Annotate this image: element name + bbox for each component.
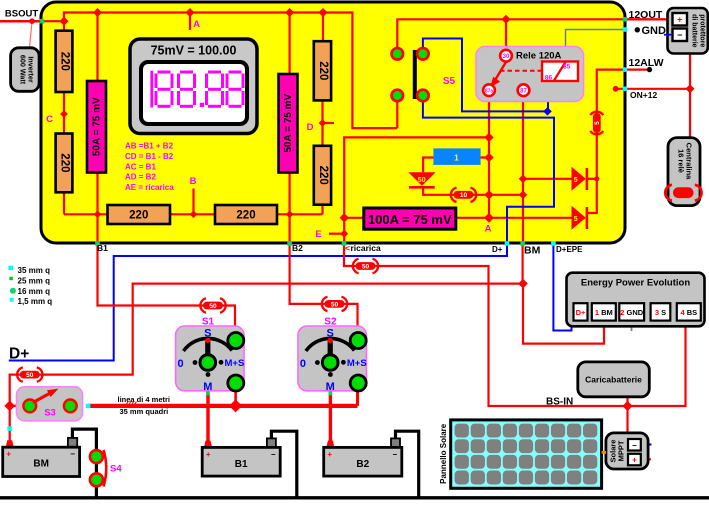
svg-text:16 relè: 16 relè (677, 149, 686, 173)
svg-text:protettore: protettore (699, 14, 706, 47)
svg-text:220: 220 (317, 61, 329, 80)
svg-text:BM: BM (33, 459, 49, 470)
svg-text:−: − (677, 30, 682, 40)
svg-text:12OUT: 12OUT (629, 9, 663, 21)
svg-text:M: M (326, 381, 335, 393)
svg-text:35 mm quadri: 35 mm quadri (120, 407, 169, 416)
svg-text:BS-IN: BS-IN (546, 397, 573, 408)
svg-text:M: M (203, 381, 212, 393)
svg-text:−: − (70, 450, 75, 459)
svg-text:+: + (632, 456, 637, 465)
svg-text:220: 220 (236, 210, 255, 222)
svg-text:S3: S3 (44, 408, 56, 419)
svg-text:GND: GND (642, 25, 667, 37)
svg-text:1 BM: 1 BM (595, 308, 613, 317)
svg-text:0: 0 (300, 358, 306, 370)
svg-text:M+S: M+S (225, 358, 245, 369)
svg-text:220: 220 (59, 52, 71, 71)
svg-text:3 S: 3 S (655, 308, 666, 317)
svg-text:M+S: M+S (347, 358, 367, 369)
svg-text:D+: D+ (492, 245, 503, 254)
svg-text:MPPT: MPPT (617, 440, 626, 461)
svg-text:0: 0 (177, 358, 183, 370)
svg-text:2 GND: 2 GND (620, 308, 644, 317)
svg-text:5: 5 (574, 216, 578, 223)
svg-text:Energy Power Evolution: Energy Power Evolution (581, 278, 690, 289)
svg-text:−: − (632, 441, 637, 450)
svg-text:75mV = 100.00: 75mV = 100.00 (151, 44, 237, 58)
svg-text:−: − (392, 450, 397, 459)
svg-text:C: C (46, 114, 53, 125)
svg-text:−: − (271, 450, 276, 459)
svg-text:B2: B2 (356, 459, 369, 470)
svg-text:CD = B1 - B2: CD = B1 - B2 (125, 152, 174, 161)
svg-text:BM: BM (524, 245, 541, 257)
svg-text:B: B (190, 176, 197, 187)
svg-text:+: + (327, 450, 332, 459)
svg-text:25 mm q: 25 mm q (18, 277, 51, 286)
svg-text:87: 87 (520, 88, 527, 94)
svg-text:AE = ricarica: AE = ricarica (125, 183, 174, 192)
svg-text:10: 10 (460, 192, 468, 199)
svg-text:D: D (307, 122, 314, 133)
svg-text:Rele 120A: Rele 120A (516, 51, 562, 62)
svg-text:BSOUT: BSOUT (5, 9, 38, 20)
svg-text:D+: D+ (9, 346, 29, 363)
svg-text:Inverter: Inverter (26, 56, 35, 83)
svg-text:50: 50 (26, 372, 34, 379)
svg-text:50A = 75 mV: 50A = 75 mV (283, 94, 294, 153)
svg-text:ricarica: ricarica (351, 243, 382, 253)
svg-text:A: A (193, 19, 200, 30)
svg-text:600 Watt: 600 Watt (18, 55, 27, 85)
svg-text:30: 30 (503, 54, 510, 60)
svg-text:50: 50 (418, 177, 426, 184)
svg-text:220: 220 (59, 153, 71, 172)
svg-text:Centralina: Centralina (685, 143, 694, 181)
svg-text:+: + (6, 450, 11, 459)
svg-text:16 mm q: 16 mm q (18, 287, 51, 296)
svg-text:35 mm q: 35 mm q (18, 266, 51, 275)
svg-text:Solare: Solare (609, 440, 618, 463)
svg-text:5: 5 (594, 121, 601, 125)
svg-text:AB =B1 + B2: AB =B1 + B2 (125, 142, 174, 151)
svg-text:100A = 75 mV: 100A = 75 mV (368, 212, 452, 227)
svg-text:85: 85 (563, 64, 571, 71)
svg-text:A: A (485, 224, 492, 235)
svg-text:B1: B1 (97, 243, 108, 253)
svg-text:D+: D+ (576, 308, 586, 317)
svg-text:1,5 mm q: 1,5 mm q (18, 297, 53, 306)
svg-text:B2: B2 (292, 243, 303, 253)
svg-text:+: + (677, 14, 682, 24)
svg-text:5: 5 (574, 177, 578, 184)
svg-text:S: S (204, 328, 211, 340)
svg-text:D+EPE: D+EPE (556, 245, 583, 254)
svg-text:E: E (315, 229, 321, 240)
svg-text:+: + (206, 450, 211, 459)
svg-text:50: 50 (209, 303, 217, 310)
svg-text:4 BS: 4 BS (680, 308, 697, 317)
svg-text:220: 220 (317, 166, 329, 185)
svg-text:Pannello Solare: Pannello Solare (439, 423, 448, 484)
svg-text:linea di 4 metri: linea di 4 metri (118, 395, 171, 404)
svg-text:50: 50 (331, 301, 339, 308)
svg-text:50: 50 (362, 263, 370, 270)
svg-text:50A = 75 mV: 50A = 75 mV (92, 97, 103, 156)
svg-text:87a: 87a (485, 88, 494, 94)
svg-text:S2: S2 (324, 317, 337, 328)
svg-text:AC = B1: AC = B1 (125, 162, 156, 171)
svg-text:86: 86 (545, 75, 553, 82)
svg-text:S: S (327, 328, 334, 340)
svg-text:220: 220 (129, 210, 148, 222)
svg-text:AD = B2: AD = B2 (125, 173, 156, 182)
svg-text:1: 1 (454, 154, 459, 163)
svg-text:Caricabatterie: Caricabatterie (585, 375, 642, 385)
svg-text:<: < (345, 243, 350, 253)
svg-text:di batterie: di batterie (691, 14, 698, 48)
svg-text:S4: S4 (110, 464, 122, 475)
svg-text:S5: S5 (443, 76, 456, 87)
svg-text:12ALW: 12ALW (629, 57, 664, 69)
svg-text:B1: B1 (235, 459, 248, 470)
svg-text:ON+12: ON+12 (630, 90, 657, 100)
svg-text:S1: S1 (202, 317, 215, 328)
